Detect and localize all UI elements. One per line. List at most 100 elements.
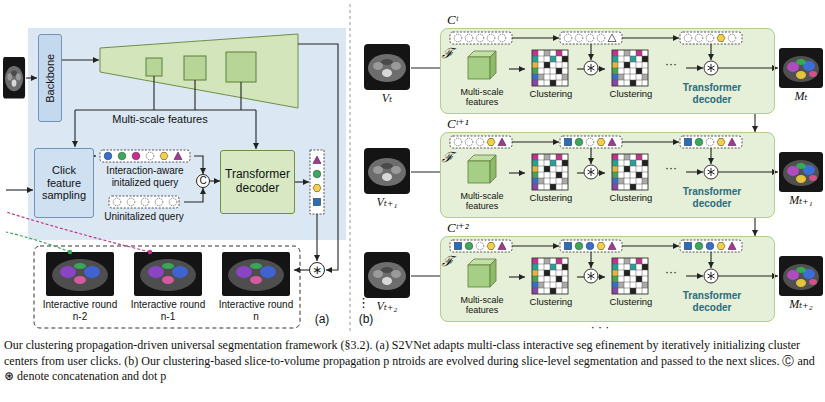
node-label: Clustering bbox=[525, 193, 577, 204]
node-label: Clustering bbox=[605, 193, 657, 204]
dot-product-symbol bbox=[584, 165, 598, 179]
node-label: Clustering bbox=[525, 89, 577, 100]
mask-output bbox=[779, 152, 823, 192]
node-label: Multi-scale features bbox=[455, 295, 509, 316]
token bbox=[717, 243, 725, 250]
slice-label: Vₜ bbox=[367, 92, 407, 106]
token bbox=[454, 34, 462, 42]
token bbox=[597, 243, 605, 250]
cluster-grid-art bbox=[532, 258, 568, 294]
feature-cube: Multi-scale features bbox=[455, 259, 509, 316]
click-curve bbox=[6, 232, 70, 252]
node-label: C bbox=[199, 176, 206, 186]
token bbox=[313, 185, 321, 192]
node-label: Click feature sampling bbox=[37, 164, 91, 202]
clustering-grid: Clustering bbox=[525, 155, 577, 204]
concat-symbol: C bbox=[196, 174, 210, 188]
token bbox=[575, 138, 583, 146]
node-label: Interactive round n bbox=[218, 299, 294, 322]
token bbox=[706, 34, 714, 42]
arrow bbox=[316, 214, 317, 261]
dot-product-symbol bbox=[704, 165, 718, 179]
cluster-grid-art bbox=[612, 50, 648, 86]
token bbox=[313, 156, 321, 164]
arrow bbox=[255, 110, 256, 149]
node-label: Interactive round n-2 bbox=[42, 299, 118, 322]
token bbox=[113, 198, 121, 206]
mask-thumbnail bbox=[46, 252, 114, 296]
feature-cube: Multi-scale features bbox=[455, 51, 509, 108]
node-label: Multi-scale features bbox=[455, 87, 509, 108]
round-thumbnail: Interactive round n-1 bbox=[130, 252, 206, 322]
query-token-row bbox=[100, 150, 190, 162]
feature-map bbox=[226, 52, 256, 82]
node-label: Clustering bbox=[605, 89, 657, 100]
feature-map bbox=[184, 56, 206, 80]
row-art bbox=[440, 132, 778, 218]
clustering-grid: Clustering bbox=[605, 51, 657, 100]
round-thumbnail: Interactive round n bbox=[218, 252, 294, 322]
flow-arrow bbox=[754, 218, 755, 236]
token bbox=[487, 243, 495, 250]
dot-product-symbol bbox=[704, 61, 718, 75]
token bbox=[586, 138, 594, 146]
flow-arrow bbox=[509, 172, 525, 173]
feature-wire bbox=[75, 76, 256, 110]
token bbox=[313, 198, 320, 205]
flow-arrow bbox=[754, 114, 755, 132]
history-group bbox=[34, 246, 300, 328]
ct-slice bbox=[364, 148, 410, 194]
dot-product-symbol: ∗ bbox=[309, 262, 325, 278]
query-tokens: Interaction-aware initalized query bbox=[96, 150, 194, 188]
clustering-grid: Clustering bbox=[525, 259, 577, 308]
token bbox=[586, 34, 594, 42]
figure-caption: Our clustering propagation-driven univer… bbox=[4, 338, 821, 385]
token bbox=[564, 34, 572, 42]
node-label: Backbone bbox=[44, 54, 57, 103]
token bbox=[684, 34, 692, 42]
flow-arrow bbox=[94, 155, 96, 156]
token bbox=[476, 34, 484, 42]
row-heading: Cᵗ⁺² bbox=[447, 221, 469, 235]
mask-output bbox=[779, 48, 823, 88]
cluster-grid-art bbox=[532, 50, 568, 86]
node-label: Multi-scale features bbox=[455, 191, 509, 212]
token bbox=[695, 242, 703, 250]
row-heading: Cᵗ⁺¹ bbox=[447, 117, 469, 131]
token bbox=[564, 138, 571, 145]
node-label: Transformer decoder bbox=[223, 168, 292, 196]
token bbox=[695, 138, 703, 146]
flow-arrow bbox=[294, 269, 309, 270]
token bbox=[608, 242, 616, 250]
token bbox=[586, 242, 594, 250]
row-art bbox=[440, 28, 778, 114]
token bbox=[717, 139, 725, 146]
decoder-box: Transformer decoder bbox=[220, 150, 295, 214]
ct-slice bbox=[364, 252, 410, 298]
feature-label: Multi-scale features bbox=[100, 113, 220, 126]
token bbox=[728, 138, 736, 146]
node-label: ∗ bbox=[312, 264, 322, 276]
ellipsis: · · · bbox=[575, 321, 625, 335]
token bbox=[487, 34, 495, 42]
decoder-label: Transformer decoder bbox=[674, 82, 750, 105]
dot-product-symbol bbox=[704, 269, 718, 283]
feature-cube: Multi-scale features bbox=[455, 155, 509, 212]
clustering-grid: Clustering bbox=[605, 259, 657, 308]
token bbox=[728, 34, 736, 42]
clustering-grid: Clustering bbox=[605, 155, 657, 204]
process-box: Click feature sampling bbox=[34, 148, 94, 218]
click-input-arrow bbox=[6, 189, 33, 190]
token bbox=[454, 138, 462, 146]
click-dot bbox=[68, 250, 72, 254]
node-label: Clustering bbox=[605, 297, 657, 308]
token bbox=[684, 242, 691, 249]
ellipsis: ··· bbox=[658, 266, 684, 280]
cluster-grid-art bbox=[612, 154, 648, 190]
arrow bbox=[298, 44, 338, 270]
panel-letter: (a) bbox=[310, 313, 334, 327]
token bbox=[695, 34, 703, 42]
token bbox=[498, 242, 506, 250]
flow-arrow bbox=[210, 180, 220, 181]
arrow bbox=[26, 77, 37, 78]
